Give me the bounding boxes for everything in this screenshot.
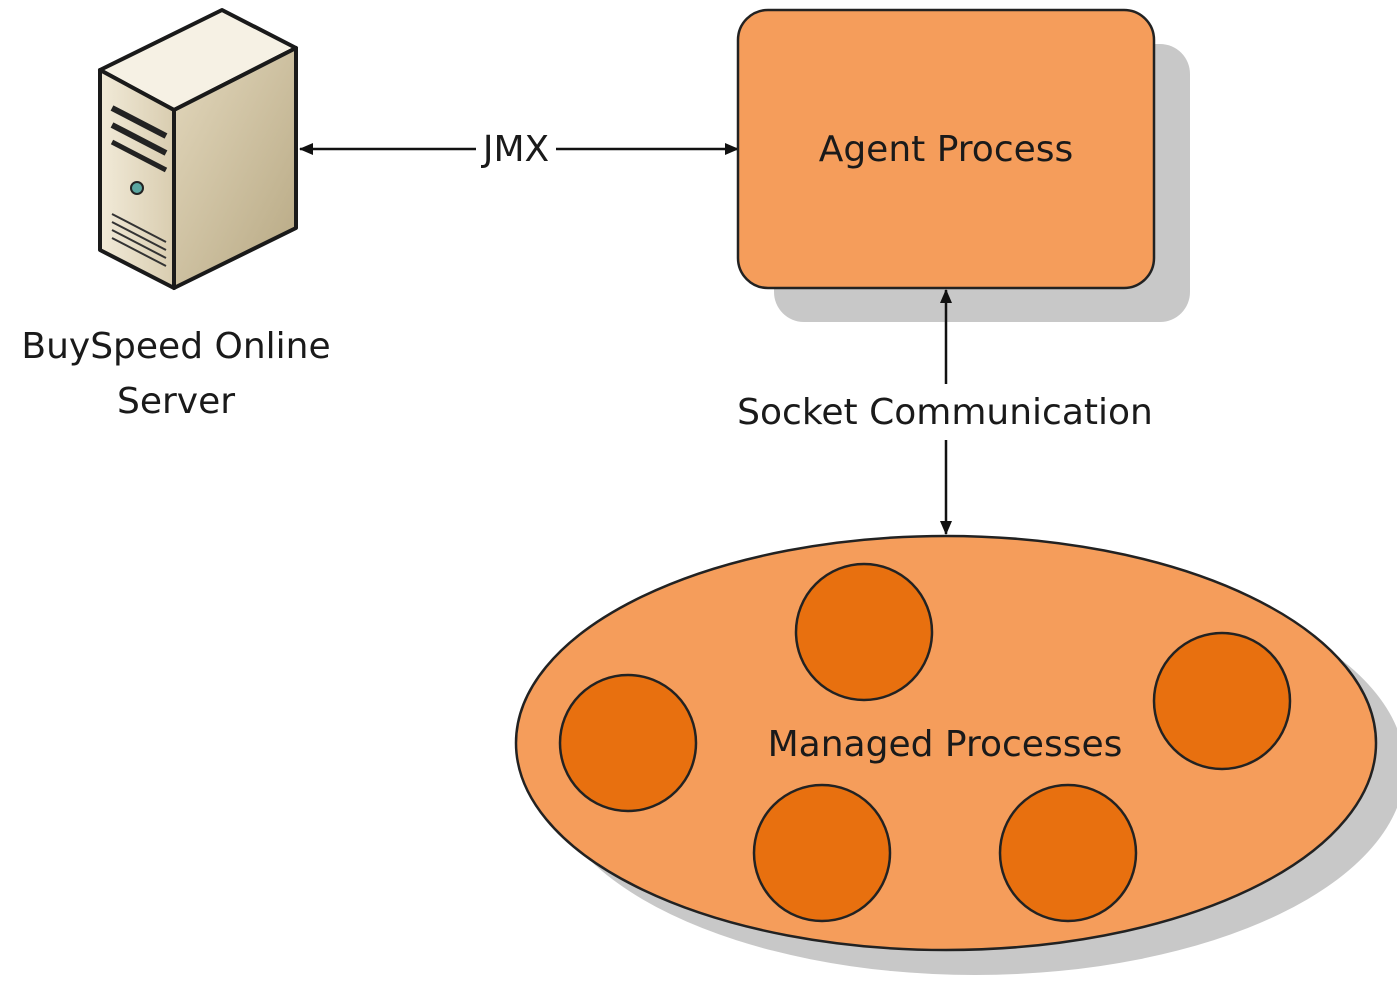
socket-communication-label: Socket Communication [737,392,1153,433]
managed-process-node [1152,631,1292,771]
agent-process-label: Agent Process [819,129,1074,170]
managed-process-node [558,673,698,813]
managed-process-node [998,783,1138,923]
managed-process-node [794,562,934,702]
server-tower-icon [98,8,298,290]
server-label-line1: BuySpeed Online [21,326,330,367]
managed-processes-ellipse [514,534,1378,952]
server-label-line2: Server [117,381,235,422]
agent-process-box [736,8,1156,290]
managed-process-node [752,783,892,923]
managed-processes-label: Managed Processes [768,724,1123,765]
jmx-label: JMX [481,129,549,170]
